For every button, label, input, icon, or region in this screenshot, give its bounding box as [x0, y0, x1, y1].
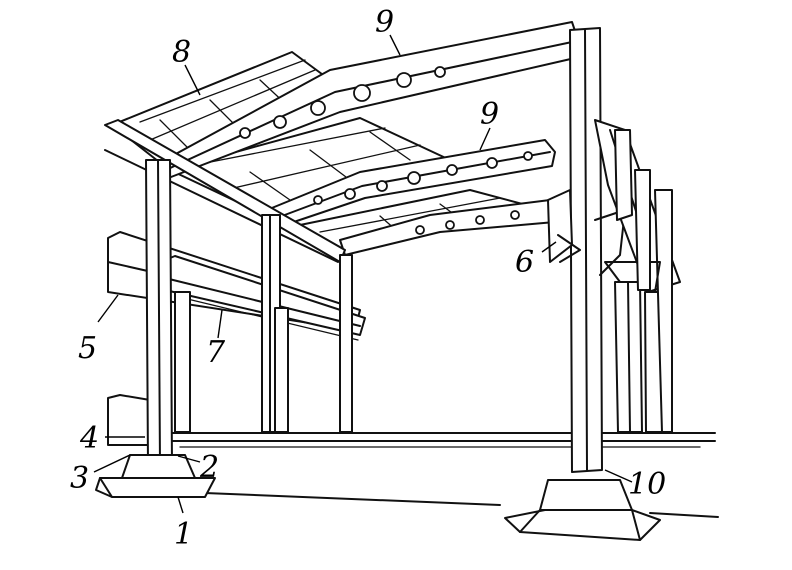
- right-rear-columns: [594, 119, 681, 433]
- left-footing: [95, 454, 216, 498]
- label-8-roof-slab: 8: [172, 35, 191, 70]
- label-9-roof-girder: 9: [375, 5, 394, 40]
- right-footing: [504, 479, 661, 541]
- label-7-crane-beam: 7: [206, 335, 226, 370]
- label-3-base: 3: [70, 461, 89, 496]
- label-6-bracket: 6: [515, 245, 534, 280]
- label-9-roof-girder-rear: 9: [480, 97, 499, 132]
- front-roof-girder: [149, 21, 579, 183]
- label-5-wall-girt: 5: [78, 331, 97, 366]
- label-1-footing: 1: [174, 517, 193, 552]
- part-labels: 8 9 9 6 5 7 4 3 2 1 10: [70, 5, 666, 552]
- label-4-foundation-beam: 4: [79, 421, 99, 456]
- label-leaders: [93, 34, 633, 514]
- left-columns: [145, 159, 353, 466]
- right-front-column: [547, 27, 626, 473]
- label-2-column-base: 2: [199, 450, 219, 485]
- label-10-column: 10: [628, 467, 666, 502]
